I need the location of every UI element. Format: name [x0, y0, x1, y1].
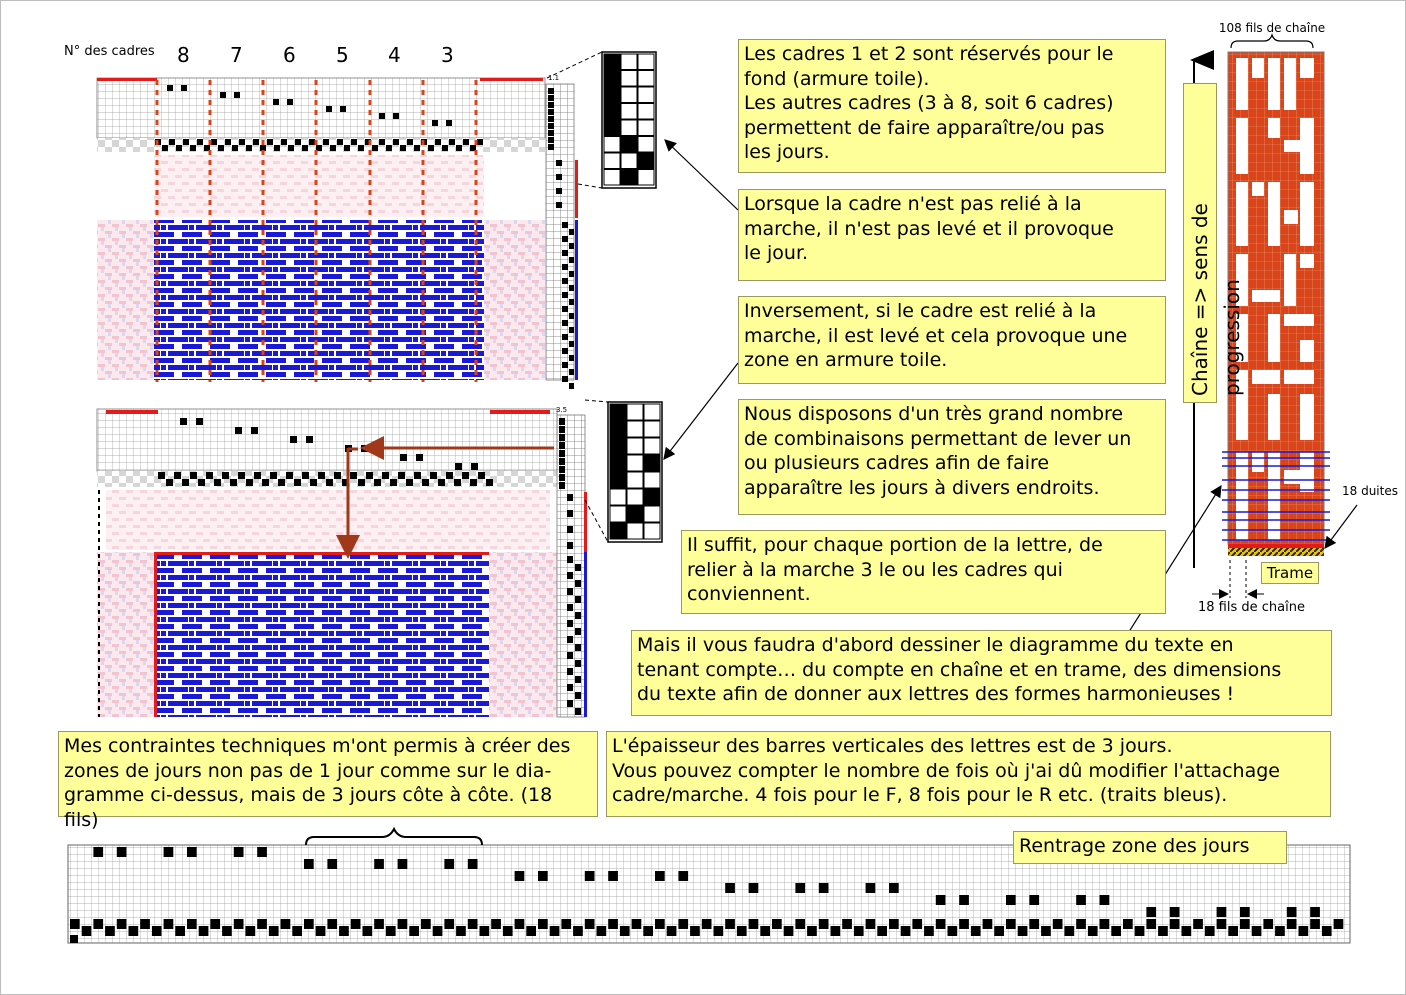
frame-number-4: 4 — [388, 43, 401, 67]
svg-text:1.1: 1.1 — [548, 74, 559, 82]
arrow-not-linked — [664, 139, 739, 211]
bottom-draft: 3.5 — [96, 406, 587, 718]
trame-label: Trame — [1261, 562, 1319, 584]
duites-label: 18 duites — [1342, 484, 1398, 498]
note-reserved-frames: Les cadres 1 et 2 sont réservés pour le … — [738, 39, 1166, 173]
frame-number-3: 3 — [441, 43, 454, 67]
top-draft: 1.1 — [96, 74, 578, 389]
frame-number-5: 5 — [336, 43, 349, 67]
svg-text:3.5: 3.5 — [556, 406, 567, 414]
frame-number-6: 6 — [283, 43, 296, 67]
note-combinations: Nous disposons d'un très grand nombre de… — [738, 399, 1166, 515]
note-linked: Inversement, si le cadre est relié à la … — [738, 296, 1166, 384]
arrow-linked — [663, 362, 739, 460]
note-diagram: Mais il vous faudra d'abord dessiner le … — [631, 630, 1332, 716]
arrow-diagram — [1119, 484, 1222, 647]
note-contraintes: Mes contraintes techniques m'ont permis … — [58, 731, 598, 831]
progression-label: Chaîne => sens de progression — [1183, 83, 1244, 403]
note-not-linked: Lorsque la cadre n'est pas relié à la ma… — [738, 189, 1166, 281]
warp-brace — [1230, 33, 1314, 49]
warp18-label: 18 fils de chaîne — [1198, 600, 1305, 615]
letter-chart: 108 fils de chaîne — [1190, 21, 1358, 599]
note-epaisseur: L'épaisseur des barres verticales des le… — [606, 731, 1331, 817]
note-rentrage: Rentrage zone des jours — [1013, 831, 1287, 864]
frame-number-7: 7 — [230, 43, 243, 67]
frame-number-8: 8 — [177, 43, 190, 67]
note-suffit: Il suffit, pour chaque portion de la let… — [681, 530, 1166, 614]
cadres-label: N° des cadres — [64, 44, 155, 59]
three-jours-brace — [305, 826, 483, 846]
bottom-zoom-box — [584, 399, 663, 543]
top-zoom-box — [546, 51, 657, 189]
svg-text:108 fils de chaîne: 108 fils de chaîne — [1219, 21, 1325, 35]
